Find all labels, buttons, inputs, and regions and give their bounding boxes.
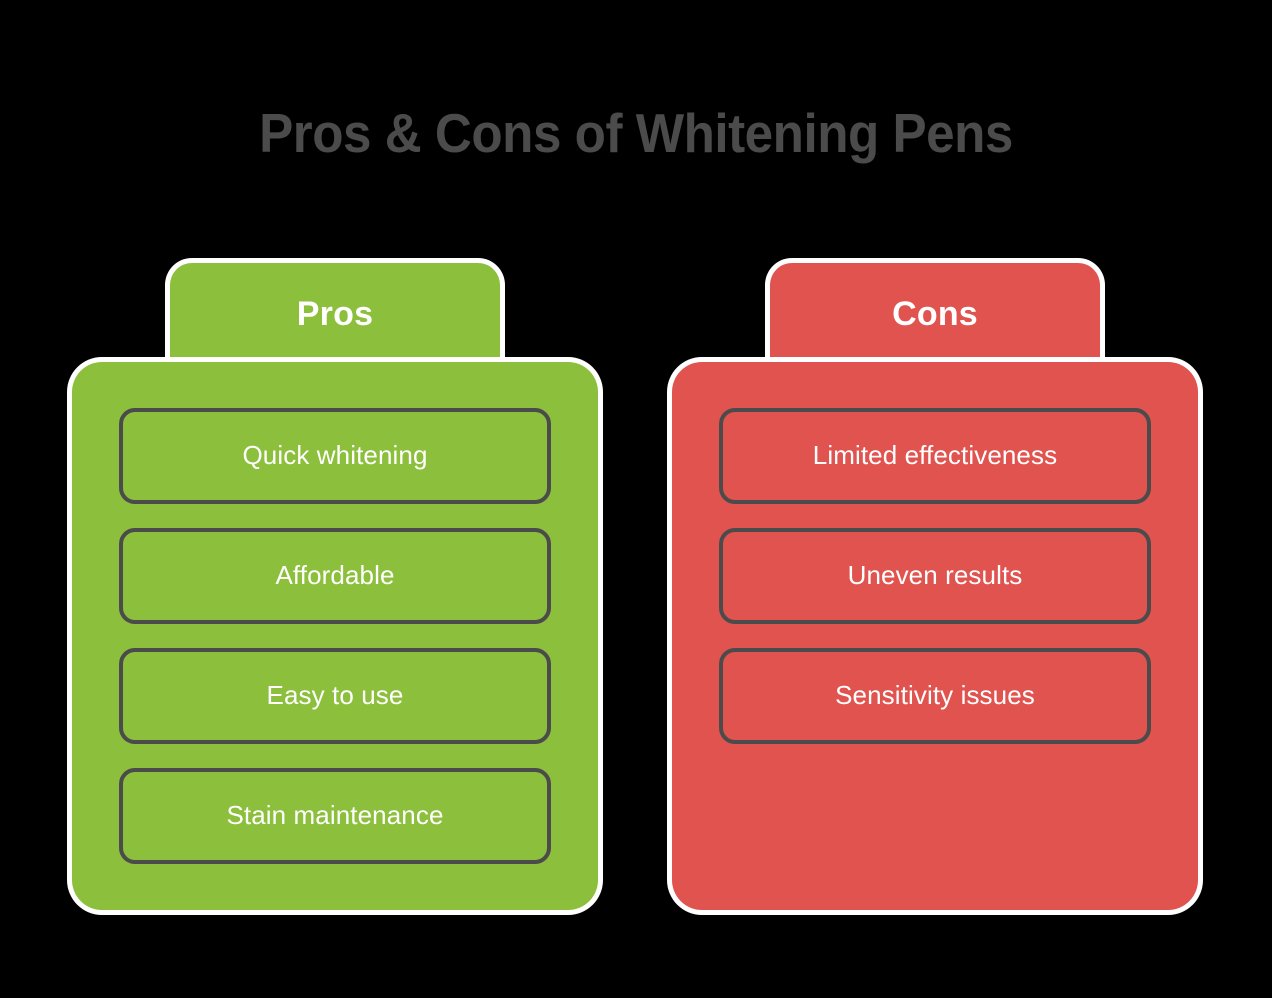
list-item[interactable]: Easy to use [119, 648, 551, 744]
cons-card: Limited effectiveness Uneven results Sen… [672, 362, 1198, 910]
pros-header-tab: Pros [170, 263, 500, 368]
list-item[interactable]: Sensitivity issues [719, 648, 1151, 744]
list-item-label: Affordable [275, 560, 395, 591]
pros-item-list: Quick whitening Affordable Easy to use S… [119, 408, 551, 864]
cons-item-list: Limited effectiveness Uneven results Sen… [719, 408, 1151, 744]
list-item[interactable]: Limited effectiveness [719, 408, 1151, 504]
list-item[interactable]: Stain maintenance [119, 768, 551, 864]
cons-header-label: Cons [892, 294, 978, 333]
list-item-label: Quick whitening [242, 440, 428, 471]
list-item-label: Stain maintenance [226, 800, 444, 831]
list-item-label: Easy to use [266, 680, 404, 711]
list-item-label: Sensitivity issues [835, 680, 1035, 711]
list-item-label: Uneven results [847, 560, 1023, 591]
list-item[interactable]: Affordable [119, 528, 551, 624]
list-item[interactable]: Quick whitening [119, 408, 551, 504]
cons-header-tab: Cons [770, 263, 1100, 368]
pros-card: Quick whitening Affordable Easy to use S… [72, 362, 598, 910]
pros-header-label: Pros [296, 294, 374, 333]
list-item-label: Limited effectiveness [812, 440, 1058, 471]
list-item[interactable]: Uneven results [719, 528, 1151, 624]
page-title: Pros & Cons of Whitening Pens [259, 102, 1013, 164]
